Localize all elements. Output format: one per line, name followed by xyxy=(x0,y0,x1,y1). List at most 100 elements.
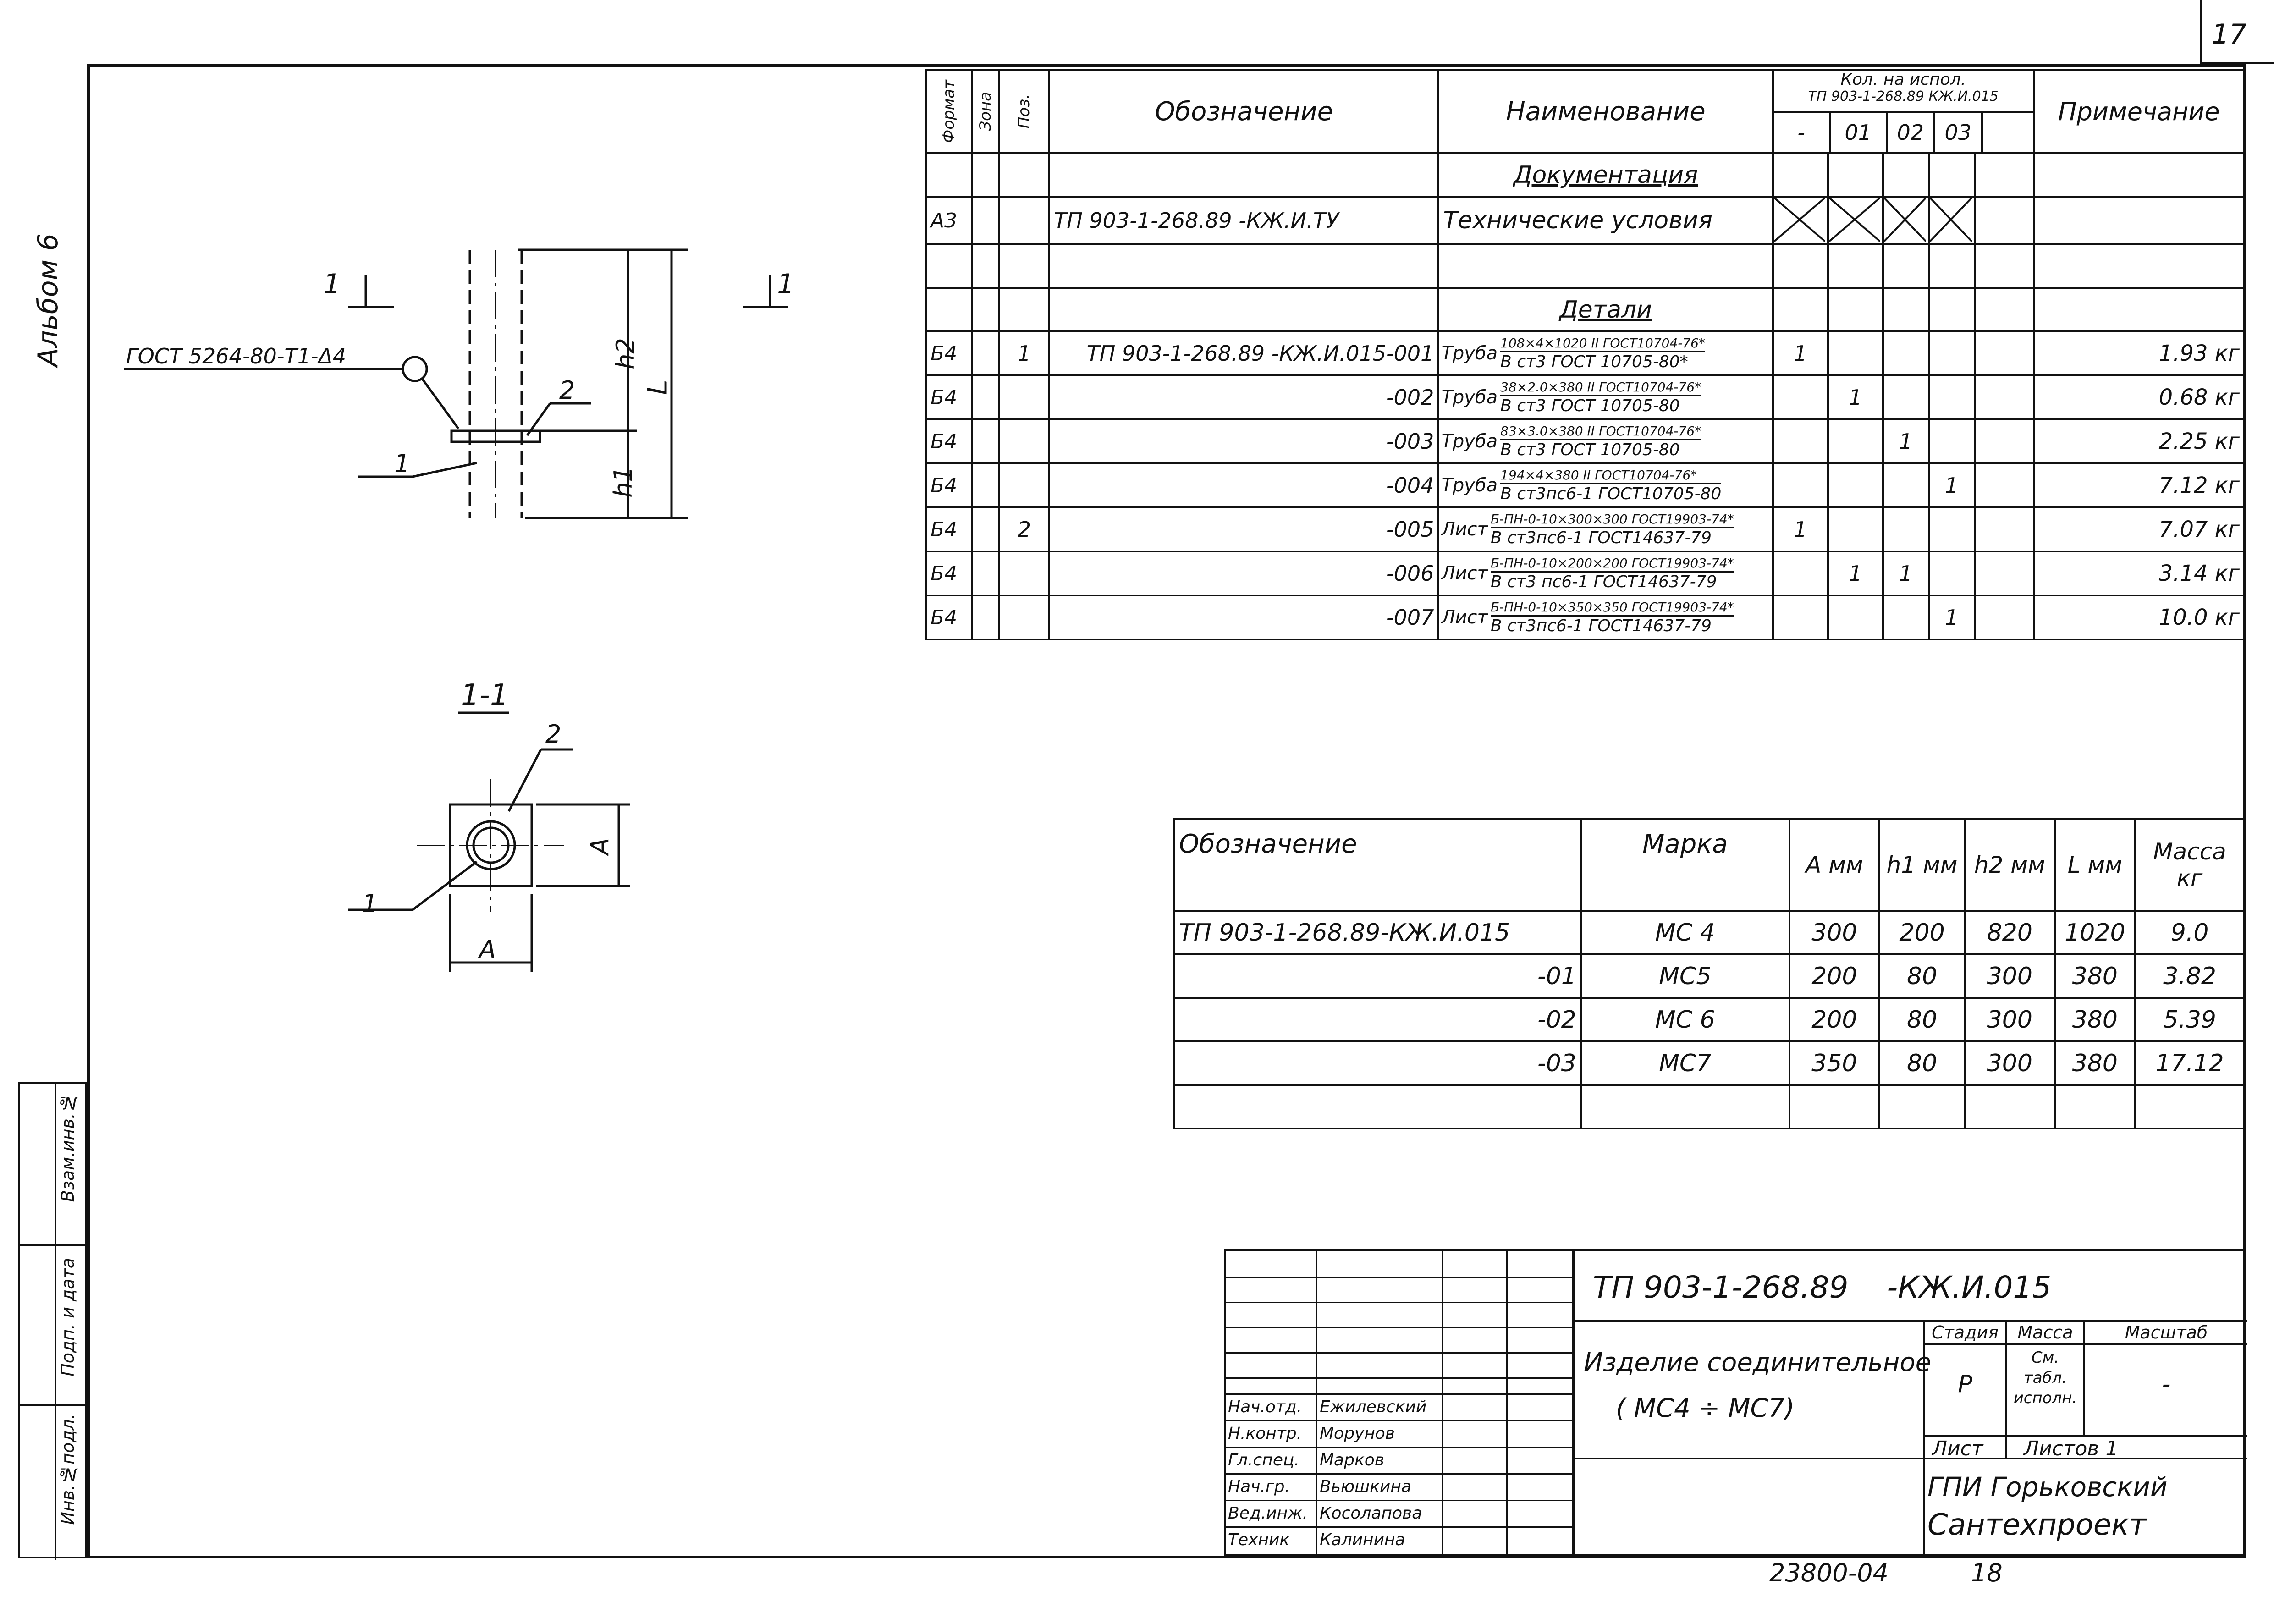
sheet-number: 17 xyxy=(2212,18,2247,50)
spec-zone xyxy=(970,506,1000,552)
spec-name-bot: В ст3 ГОСТ 10705-80* xyxy=(1500,352,1688,371)
spec-name-bot: В ст3пс6-1 ГОСТ14637-79 xyxy=(1490,616,1712,635)
marks-cell: 1020 xyxy=(2054,910,2136,955)
spec-qty xyxy=(1973,551,2035,596)
spec-note: 2.25 кг xyxy=(2032,418,2246,464)
spec-row: Б4 -003 Труба 83×3.0×380 II ГОСТ10704-76*… xyxy=(925,418,2246,464)
stage-value: Р xyxy=(1958,1371,1972,1398)
header-zone: Зона xyxy=(970,69,1000,154)
spec-table: Формат Зона Поз. Обозначение Наименовани… xyxy=(925,69,2246,640)
marks-cell xyxy=(1173,1084,1582,1129)
spec-format: Б4 xyxy=(925,506,973,552)
signer-role: Гл.спец. xyxy=(1228,1451,1299,1470)
spec-zone xyxy=(970,330,1000,376)
spec-name-bot: В ст3 ГОСТ 10705-80 xyxy=(1500,396,1680,415)
signer-role: Нач.отд. xyxy=(1228,1398,1302,1416)
spec-name: Лист Б-ПН-0-10×300×300 ГОСТ19903-74* В с… xyxy=(1437,506,1774,552)
spec-row: Б4 -004 Труба 194×4×380 II ГОСТ10704-76* … xyxy=(925,462,2246,508)
doc-code: ТП 903-1-268.89 -КЖ.И.015 xyxy=(1593,1270,2052,1305)
spec-qty xyxy=(1882,595,1930,640)
marks-cell: 380 xyxy=(2054,1040,2136,1086)
drawing-frame xyxy=(87,64,2246,1558)
spec-qty xyxy=(1882,506,1930,552)
spec-name-bot: В ст3 пс6-1 ГОСТ14637-79 xyxy=(1490,572,1717,591)
signer-role: Нач.гр. xyxy=(1228,1477,1290,1496)
doc-cross-3 xyxy=(1927,196,1976,245)
pos1-label: 1 xyxy=(394,449,410,478)
marks-cell: МС 4 xyxy=(1580,910,1790,955)
section-pos1-label: 1 xyxy=(362,889,378,918)
spec-designation: -002 xyxy=(1048,374,1440,420)
signer-name: Морунов xyxy=(1320,1424,1395,1443)
spec-qty xyxy=(1927,506,1976,552)
spec-name-bot: В ст3пс6-1 ГОСТ14637-79 xyxy=(1490,528,1712,547)
spec-qty: 1 xyxy=(1882,418,1930,464)
marks-cell xyxy=(1580,1084,1790,1129)
spec-qty: 1 xyxy=(1827,374,1884,420)
org-line1: ГПИ Горьковский xyxy=(1927,1471,2168,1503)
header-qty: Кол. на испол. ТП 903-1-268.89 КЖ.И.015 … xyxy=(1772,69,2035,154)
mass-label: Масса xyxy=(2017,1322,2073,1343)
spec-qty xyxy=(1827,595,1884,640)
spec-format: Б4 xyxy=(925,418,973,464)
marks-header-A: A мм xyxy=(1788,818,1881,912)
spec-pos: 2 xyxy=(998,506,1051,552)
spec-qty xyxy=(1772,595,1829,640)
spec-qty xyxy=(1772,551,1829,596)
scale-label: Масштаб xyxy=(2125,1322,2208,1343)
header-note: Примечание xyxy=(2032,69,2246,154)
marks-header-designation: Обозначение xyxy=(1173,818,1582,912)
sheet-label: Лист xyxy=(1932,1437,1983,1460)
section-mark-right: 1 xyxy=(777,268,795,300)
dim-h1: h1 xyxy=(608,466,638,498)
spec-name: Лист Б-ПН-0-10×350×350 ГОСТ19903-74* В с… xyxy=(1437,595,1774,640)
mass-value: См. табл. исполн. xyxy=(2013,1349,2077,1407)
spec-format: Б4 xyxy=(925,551,973,596)
header-name: Наименование xyxy=(1437,69,1774,154)
spec-name: Труба 83×3.0×380 II ГОСТ10704-76* В ст3 … xyxy=(1437,418,1774,464)
section-dim-A-bottom: A xyxy=(479,935,496,964)
spec-designation: ТП 903-1-268.89 -КЖ.И.015-001 xyxy=(1048,330,1440,376)
doc-cross-2 xyxy=(1882,196,1930,245)
spec-designation: -004 xyxy=(1048,462,1440,508)
spec-qty: 1 xyxy=(1772,330,1829,376)
spec-note: 0.68 кг xyxy=(2032,374,2246,420)
spec-name-top: 38×2.0×380 II ГОСТ10704-76* xyxy=(1500,380,1701,396)
product-subtitle: ( МС4 ÷ МС7) xyxy=(1616,1393,1795,1423)
spec-name: Лист Б-ПН-0-10×200×200 ГОСТ19903-74* В с… xyxy=(1437,551,1774,596)
qty-col-4 xyxy=(1983,113,2032,151)
spec-qty xyxy=(1927,374,1976,420)
spec-name: Труба 194×4×380 II ГОСТ10704-76* В ст3пс… xyxy=(1437,462,1774,508)
spec-name-top: 83×3.0×380 II ГОСТ10704-76* xyxy=(1500,424,1701,440)
spec-qty xyxy=(1973,506,2035,552)
spec-qty xyxy=(1973,595,2035,640)
spec-qty xyxy=(1927,551,1976,596)
marks-cell: -02 xyxy=(1173,997,1582,1042)
spec-name-main: Труба xyxy=(1441,387,1498,408)
spec-qty xyxy=(1772,418,1829,464)
spec-note: 7.12 кг xyxy=(2032,462,2246,508)
spec-qty: 1 xyxy=(1827,551,1884,596)
doc-row-designation: ТП 903-1-268.89 -КЖ.И.ТУ xyxy=(1048,196,1440,245)
spec-qty xyxy=(1973,462,2035,508)
marks-cell: 200 xyxy=(1788,953,1881,999)
spec-name-top: 108×4×1020 II ГОСТ10704-76* xyxy=(1500,336,1705,352)
spec-format: Б4 xyxy=(925,462,973,508)
spec-qty xyxy=(1772,462,1829,508)
spec-name-top: Б-ПН-0-10×300×300 ГОСТ19903-74* xyxy=(1490,512,1734,528)
marks-row xyxy=(1173,1084,2245,1129)
doc-cross-0 xyxy=(1772,196,1829,245)
spec-format: Б4 xyxy=(925,595,973,640)
spec-designation: -003 xyxy=(1048,418,1440,464)
side-stamp: Инв.№подл. Подп. и дата Взам.инв.№ xyxy=(18,1082,89,1560)
footer-page: 18 xyxy=(1971,1558,2003,1587)
spec-qty xyxy=(1827,462,1884,508)
marks-cell: 3.82 xyxy=(2134,953,2245,999)
signer-name: Ежилевский xyxy=(1320,1398,1427,1416)
marks-header-mass: Масса кг xyxy=(2134,818,2245,912)
